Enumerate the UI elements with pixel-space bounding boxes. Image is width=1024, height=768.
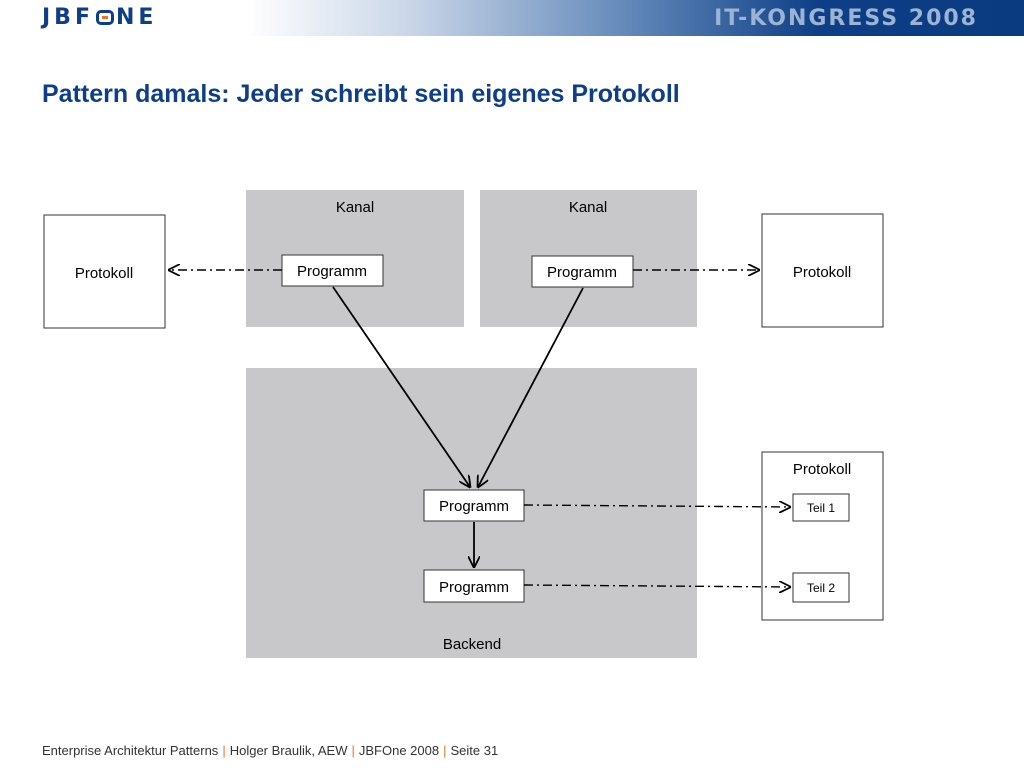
log-parts-label: Protokoll [793, 461, 851, 478]
logo-o-icon [95, 10, 114, 25]
footer-separator: | [222, 743, 226, 758]
program-backend-upper-label: Programm [439, 498, 509, 515]
logo-text-end: NE [115, 5, 158, 30]
slide-title: Pattern damals: Jeder schreibt sein eige… [42, 80, 680, 108]
logo-text-start: JBF [42, 5, 94, 30]
event-label: IT-KONGRESS 2008 [714, 6, 978, 31]
program-backend-lower-box [423, 569, 525, 603]
log-left-box [43, 214, 166, 329]
program-backend-lower-label: Programm [439, 579, 509, 596]
program-channel-right-box [531, 255, 634, 288]
program-channel-left-label: Programm [297, 263, 367, 280]
jbfone-logo: JBF NE [42, 5, 157, 30]
footer-page-number: Seite 31 [450, 743, 499, 758]
log-right-label: Protokoll [793, 264, 851, 281]
backend-label: Backend [443, 636, 501, 653]
program-channel-right-label: Programm [547, 264, 617, 281]
footer: Enterprise Architektur Patterns|Holger B… [42, 743, 498, 758]
log-part1-label: Teil 1 [807, 501, 835, 515]
log-left-label: Protokoll [75, 265, 133, 282]
footer-event: JBFOne 2008 [358, 743, 440, 758]
channel-left-label: Kanal [336, 199, 374, 216]
channel-right-label: Kanal [569, 199, 607, 216]
log-part2-box [792, 572, 850, 603]
footer-course: Enterprise Architektur Patterns [42, 743, 219, 758]
arrow-channel-left-to-backend [332, 286, 470, 487]
footer-separator: | [351, 743, 355, 758]
arrow-backend-lower-to-part2 [523, 585, 790, 587]
footer-separator: | [443, 743, 447, 758]
program-backend-upper-box [423, 489, 525, 522]
log-part2-label: Teil 2 [807, 581, 835, 595]
header-banner [0, 0, 1024, 36]
log-right-box [761, 213, 884, 328]
log-part1-box [792, 493, 850, 522]
footer-author: Holger Braulik, AEW [229, 743, 348, 758]
arrow-channel-right-to-backend [478, 287, 584, 487]
arrow-backend-upper-to-part1 [523, 505, 790, 507]
